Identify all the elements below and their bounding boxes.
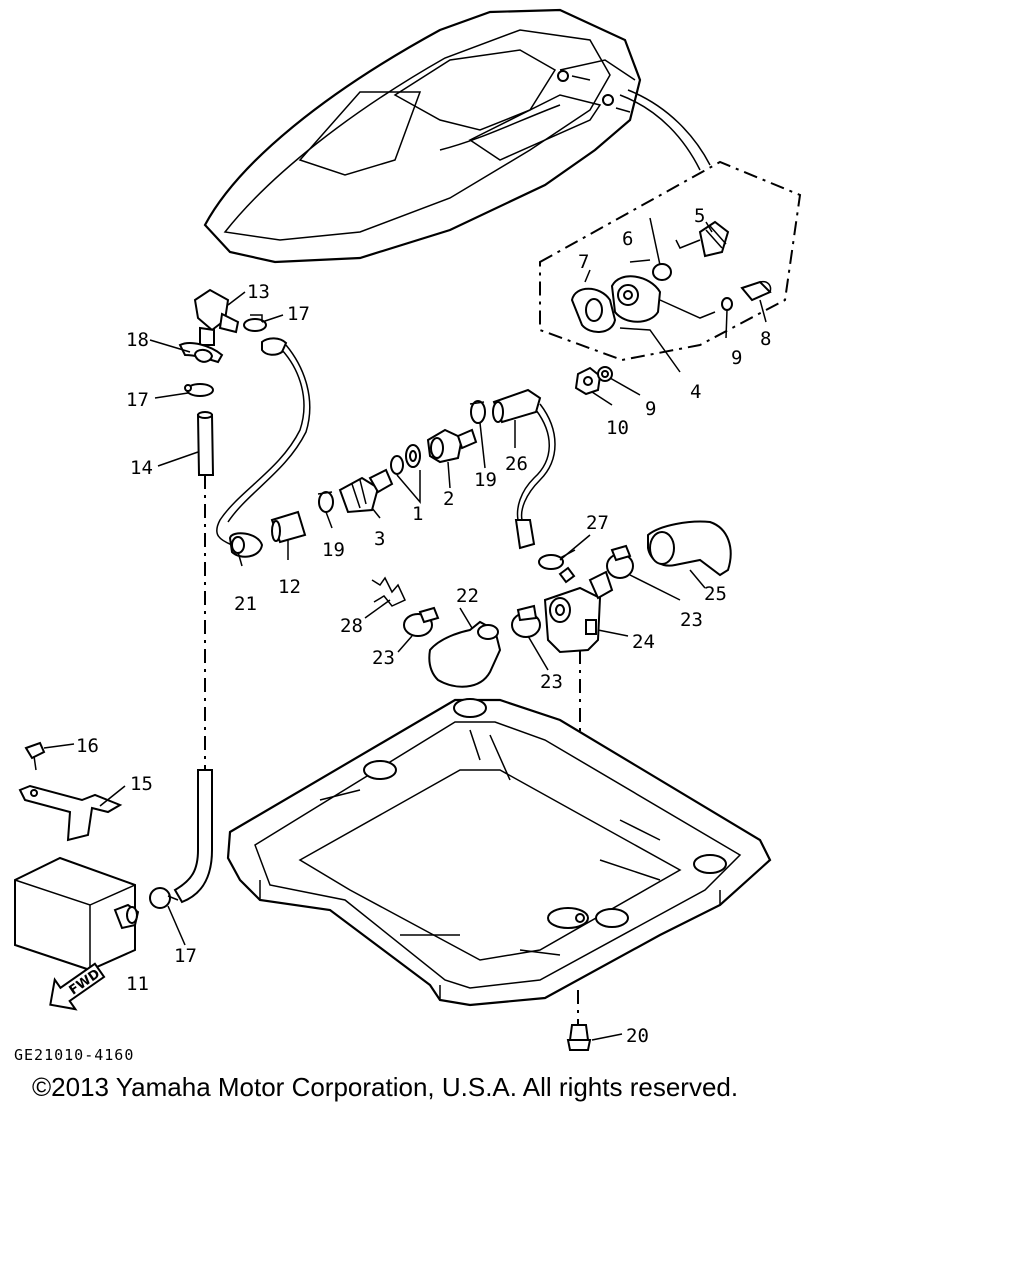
water-box-assembly [371,520,732,1025]
callout-17-bottom: 17 [174,945,197,967]
fuel-filter-parts [14,741,140,972]
callout-23-mid: 23 [540,671,563,693]
callout-13: 13 [247,281,270,303]
callout-9-top: 9 [731,347,742,369]
drain-plug-inset [539,160,802,373]
callout-22: 22 [456,585,479,607]
callout-19-right: 19 [474,469,497,491]
fuel-hose [216,337,311,558]
callout-5: 5 [694,205,705,227]
callout-23-right: 23 [680,609,703,631]
leader-lines [43,217,767,1041]
callout-21: 21 [234,593,257,615]
callout-19-left: 19 [322,539,345,561]
hull-top-view [203,8,711,264]
callout-20: 20 [626,1025,649,1047]
callout-2: 2 [443,488,454,510]
callout-14: 14 [130,457,153,479]
callout-labels: 1 2 3 4 5 6 7 8 9 9 10 11 12 13 14 15 16… [76,205,771,1047]
callout-10: 10 [606,417,629,439]
callout-8: 8 [760,328,771,350]
callout-23-left: 23 [372,647,395,669]
callout-17-top: 17 [287,303,310,325]
callout-6: 6 [622,228,633,250]
callout-12: 12 [278,576,301,598]
callout-16: 16 [76,735,99,757]
callout-24: 24 [632,631,655,653]
callout-27: 27 [586,512,609,534]
callout-18: 18 [126,329,149,351]
fuel-fittings [149,288,267,909]
callout-1: 1 [412,503,423,525]
callout-7: 7 [578,251,589,273]
copyright-notice: ©2013 Yamaha Motor Corporation, U.S.A. A… [32,1072,739,1102]
callout-3: 3 [374,528,385,550]
callout-17-left: 17 [126,389,149,411]
nut-and-washer [574,366,613,396]
callout-28: 28 [340,615,363,637]
callout-9-mid: 9 [645,398,656,420]
callout-15: 15 [130,773,153,795]
callout-11: 11 [126,973,149,995]
callout-4: 4 [690,381,701,403]
mid-fittings [317,388,556,550]
callout-25: 25 [704,583,727,605]
callout-26: 26 [505,453,528,475]
drawing-code: GE21010-4160 [14,1046,134,1064]
engine-bed [226,698,772,1051]
